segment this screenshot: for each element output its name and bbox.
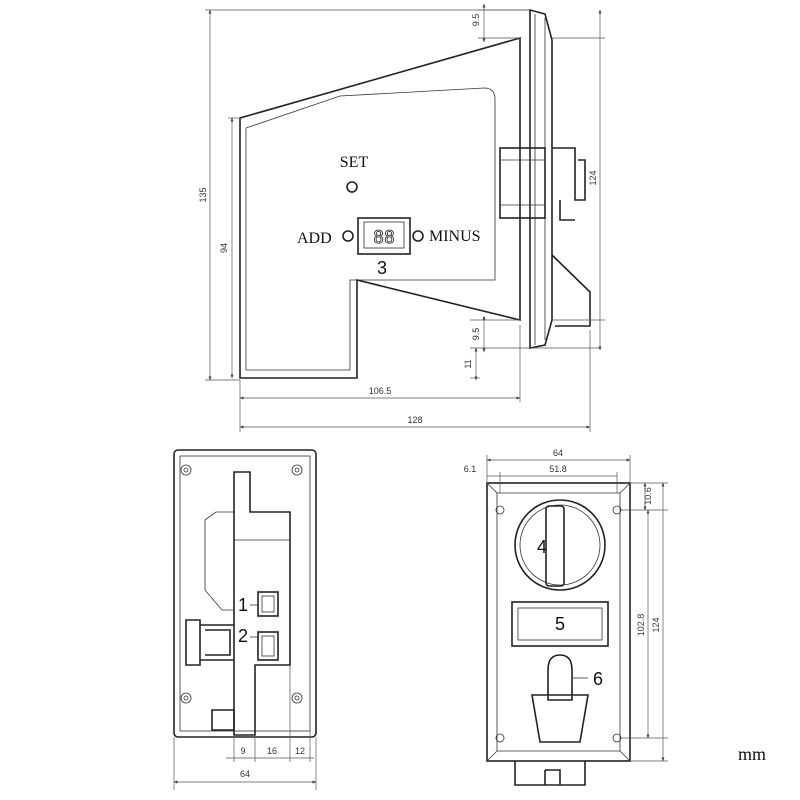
unit-label: mm (738, 744, 766, 764)
dim-64-rear: 64 (240, 769, 250, 779)
ref-4: 4 (537, 537, 547, 557)
dim-124-front: 124 (651, 617, 661, 632)
dim-6-1: 6.1 (464, 464, 477, 474)
dim-16: 16 (267, 746, 277, 756)
dim-124: 124 (588, 170, 598, 185)
coin-slot-icon (545, 505, 565, 587)
dim-9-5-bottom: 9.5 (471, 328, 481, 341)
side-bottom-mechanism (551, 254, 591, 327)
side-view: SET 88 ADD MINUS 3 135 94 124 9.5 9.5 (198, 3, 605, 432)
display-digits-icon: 88 (373, 227, 395, 248)
ref-5: 5 (555, 614, 565, 634)
add-label: ADD (297, 230, 332, 247)
dim-64-front: 64 (553, 448, 563, 458)
rear-frame (173, 449, 317, 738)
front-view: 4 5 6 64 6.1 51.8 10.6 102.8 124 (464, 448, 668, 786)
connector-2 (257, 631, 279, 661)
rear-frame-inner (179, 455, 311, 732)
ref-6: 6 (593, 669, 603, 689)
side-connector-plug (552, 147, 586, 221)
dim-10-6: 10.6 (643, 487, 653, 505)
ref-1: 1 (238, 595, 248, 615)
rear-screw-icons (180, 464, 303, 704)
front-bottom-connector (514, 761, 586, 786)
side-housing-outline (239, 36, 521, 379)
dim-12: 12 (295, 746, 305, 756)
display-ref-number: 3 (377, 258, 387, 278)
rear-side-plug (185, 619, 234, 666)
add-button-icon (342, 230, 354, 242)
coin-knob (514, 499, 606, 591)
minus-label: MINUS (429, 228, 481, 245)
dim-135: 135 (198, 187, 208, 202)
side-connector-block (499, 147, 546, 219)
dim-51-8: 51.8 (549, 464, 567, 474)
return-lever (547, 654, 573, 701)
front-plate-outline (486, 482, 631, 762)
dim-94: 94 (219, 243, 229, 253)
dim-102-8: 102.8 (636, 614, 646, 637)
dim-9: 9 (240, 746, 245, 756)
set-label: SET (340, 154, 369, 171)
side-front-plate (529, 8, 553, 349)
minus-button-icon (412, 230, 424, 242)
seven-segment-display (363, 221, 405, 249)
lever-housing (531, 694, 589, 743)
display-window (357, 217, 411, 255)
rear-view: 1 2 9 16 12 64 (173, 449, 317, 790)
connector-1 (257, 591, 279, 617)
dim-11: 11 (463, 359, 473, 368)
dim-128: 128 (407, 415, 422, 425)
side-inner-panel (245, 87, 496, 371)
ref-2: 2 (238, 626, 248, 646)
rear-bottom-clip (211, 709, 235, 731)
dim-106-5: 106.5 (369, 386, 392, 396)
label-window (511, 601, 609, 647)
dim-9-5-top: 9.5 (471, 14, 481, 27)
set-button-icon (346, 181, 358, 193)
